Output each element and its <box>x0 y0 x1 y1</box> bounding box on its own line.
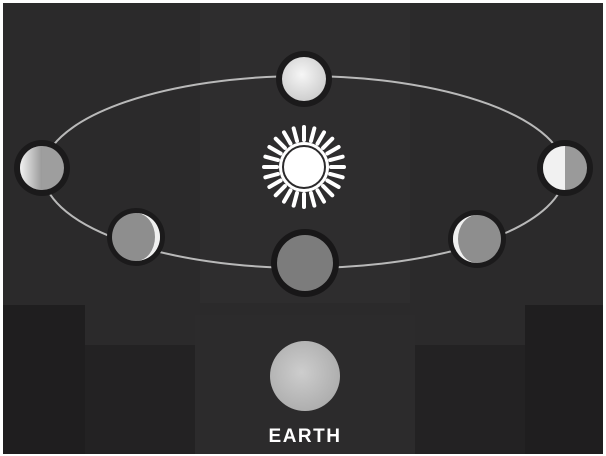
bg-panel-bottom-left-inner <box>85 345 195 454</box>
moon-phase-full <box>276 51 332 107</box>
bg-panel-bottom-left <box>3 305 85 454</box>
moon-phase-new <box>271 229 339 297</box>
moon-phase-lower-right <box>448 210 506 268</box>
earth-label: EARTH <box>269 426 342 447</box>
moon-phase-left <box>14 140 70 196</box>
bg-panel-bottom-right-inner <box>415 345 525 454</box>
moon-phase-lower-left <box>107 208 165 266</box>
earth-circle <box>270 341 340 411</box>
moon-phase-right <box>537 140 593 196</box>
sun-icon <box>264 127 344 207</box>
bg-panel-bottom-right <box>525 305 603 454</box>
